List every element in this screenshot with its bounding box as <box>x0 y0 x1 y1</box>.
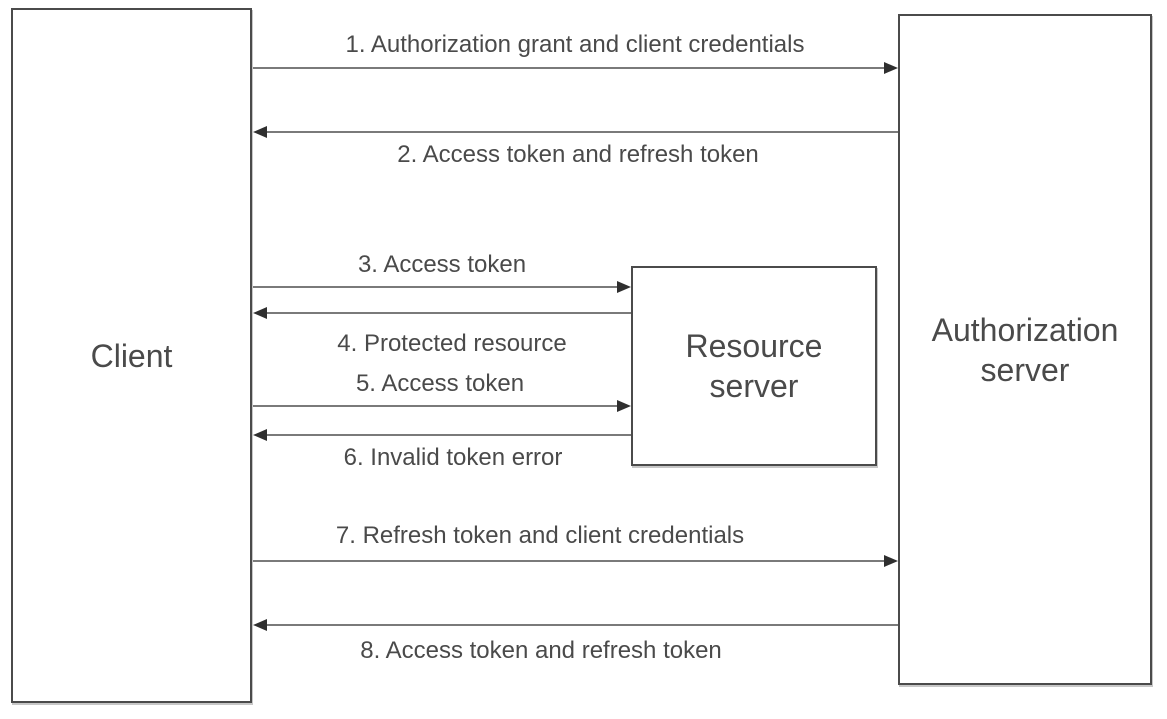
resource-server-box: Resource server <box>631 266 877 466</box>
message-label-step-1: 1. Authorization grant and client creden… <box>345 31 805 58</box>
message-label-step-4: 4. Protected resource <box>337 330 567 357</box>
message-label-step-2: 2. Access token and refresh token <box>397 141 759 168</box>
arrow-step-7-right-icon <box>253 555 898 567</box>
arrowhead-right-icon <box>884 555 898 567</box>
arrowhead-right-icon <box>617 281 631 293</box>
arrow-step-3-right-icon <box>253 281 631 293</box>
arrowhead-right-icon <box>617 400 631 412</box>
client-box: Client <box>11 8 252 703</box>
arrowhead-left-icon <box>253 126 267 138</box>
message-label-step-5: 5. Access token <box>355 370 525 397</box>
arrowhead-left-icon <box>253 307 267 319</box>
message-label-step-3: 3. Access token <box>357 251 527 278</box>
arrow-step-8-left-icon <box>253 619 898 631</box>
arrow-step-5-right-icon <box>253 400 631 412</box>
client-label: Client <box>90 337 173 374</box>
arrowhead-right-icon <box>884 62 898 74</box>
arrow-step-4-left-icon <box>253 307 631 319</box>
arrowhead-left-icon <box>253 619 267 631</box>
arrow-step-1-right-icon <box>253 62 898 74</box>
message-label-step-8: 8. Access token and refresh token <box>360 637 722 664</box>
arrow-step-2-left-icon <box>253 126 898 138</box>
resource-server-label: Resource server <box>685 328 823 404</box>
arrow-step-6-left-icon <box>253 429 631 441</box>
message-label-step-6: 6. Invalid token error <box>343 444 563 471</box>
arrowhead-left-icon <box>253 429 267 441</box>
message-label-step-7: 7. Refresh token and client credentials <box>335 522 745 549</box>
authorization-server-box: Authorization server <box>898 14 1152 685</box>
authorization-server-label: Authorization server <box>931 311 1119 388</box>
